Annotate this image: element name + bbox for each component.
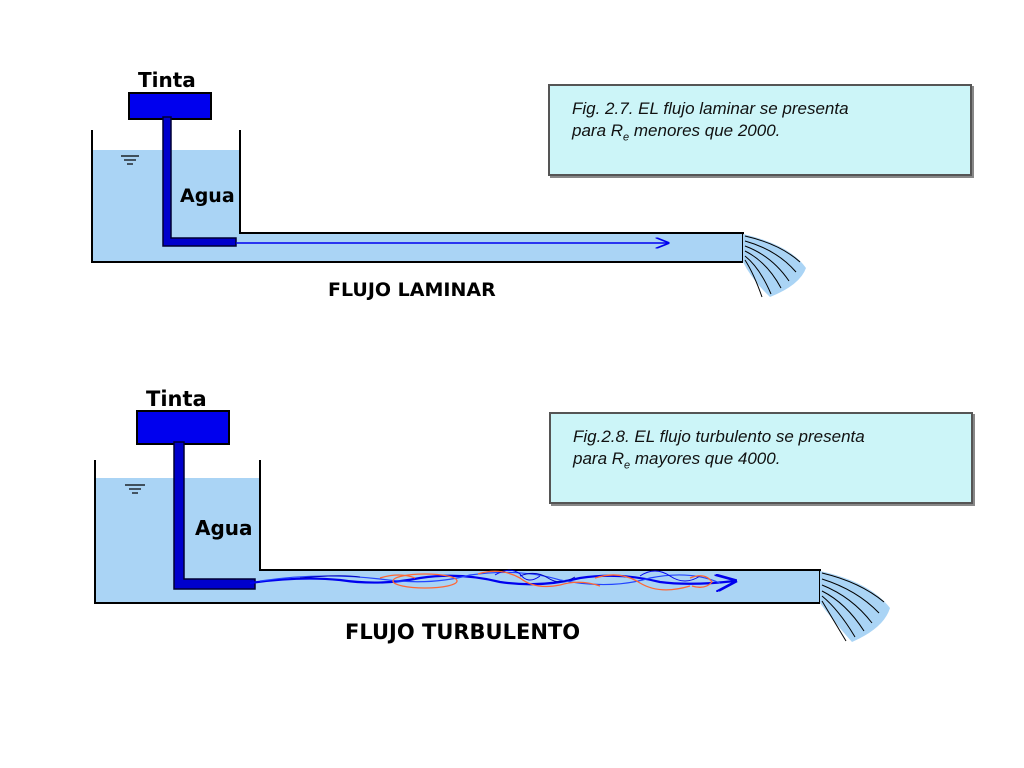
- outflow-jet-icon: [743, 234, 806, 298]
- turbulent-caption-line2: para Re mayores que 4000.: [573, 448, 949, 476]
- outflow-jet-icon: [820, 571, 890, 642]
- turbulent-water: [95, 478, 820, 603]
- laminar-ink-label: Tinta: [138, 68, 196, 92]
- turbulent-ink-reservoir: [136, 410, 230, 445]
- laminar-caption-line1: Fig. 2.7. EL flujo laminar se presenta: [572, 99, 849, 118]
- caption-subscript: e: [624, 459, 631, 472]
- caption-text: mayores que 4000.: [630, 449, 781, 468]
- turbulent-ink-tube: [173, 441, 256, 590]
- caption-text: menores que 2000.: [629, 121, 781, 140]
- caption-text: para R: [572, 121, 624, 140]
- laminar-apparatus: Tinta Agua FLUJO LAMINAR: [91, 68, 806, 301]
- turbulent-title: FLUJO TURBULENTO: [345, 620, 580, 644]
- laminar-ink-tube: [162, 116, 237, 247]
- water-surface-icon: [121, 155, 139, 165]
- turbulent-caption-line1: Fig.2.8. EL flujo turbulento se presenta: [573, 427, 865, 446]
- laminar-water-label: Agua: [180, 185, 235, 207]
- caption-subscript: e: [623, 131, 630, 144]
- turbulent-dye-streak: [249, 569, 735, 584]
- laminar-ink-reservoir: [128, 92, 212, 120]
- turbulent-water-label: Agua: [195, 516, 253, 540]
- turbulent-apparatus: Tinta Agua FLUJO TURBULENTO: [94, 387, 890, 644]
- laminar-caption-line2: para Re menores que 2000.: [572, 120, 948, 148]
- turbulent-ink-label: Tinta: [146, 387, 207, 411]
- turbulent-eddies: [379, 570, 713, 591]
- turbulent-caption-box: Fig.2.8. EL flujo turbulento se presenta…: [549, 412, 973, 504]
- laminar-title: FLUJO LAMINAR: [328, 279, 496, 301]
- caption-text: para R: [573, 449, 625, 468]
- water-surface-icon: [125, 484, 145, 494]
- laminar-caption-box: Fig. 2.7. EL flujo laminar se presenta p…: [548, 84, 972, 176]
